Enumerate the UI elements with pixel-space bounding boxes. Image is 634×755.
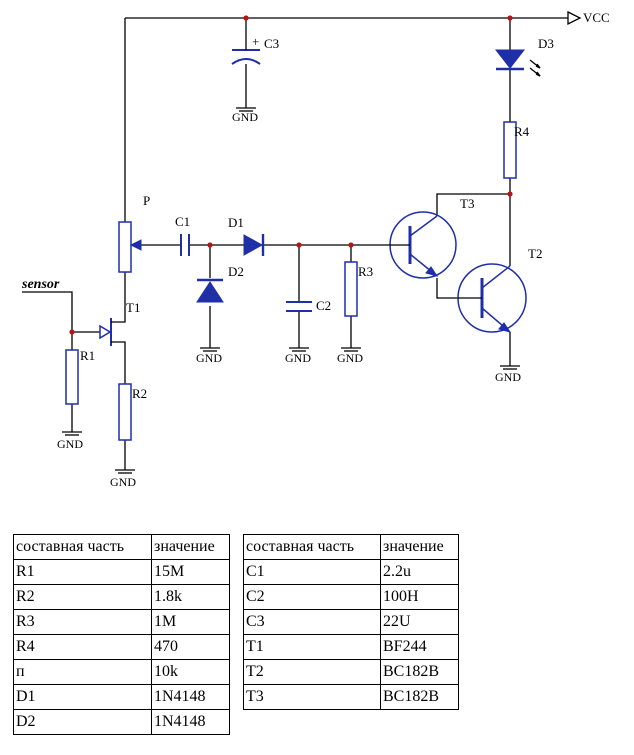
value-cell: 1.8k (151, 584, 230, 610)
gnd-label: GND (57, 437, 83, 451)
header-component: составная часть (13, 534, 152, 560)
value-cell: 100H (380, 584, 459, 610)
diode-d2: D2 (196, 264, 244, 303)
vcc-port: VCC (567, 10, 610, 26)
table-row: T3 BC182B (243, 684, 459, 710)
value-cell: 1M (151, 609, 230, 635)
gnd-label: GND (285, 351, 311, 365)
component-cell: C3 (243, 609, 381, 635)
component-cell: D2 (13, 709, 152, 735)
gnd-r1: GND (57, 431, 83, 451)
r4-label: R4 (514, 124, 530, 139)
circuit-schematic: VCC + C3 D3 R4 T3 (21, 10, 610, 489)
value-cell: 22U (380, 609, 459, 635)
ground-symbols: GND GND GND GND GND GND GND (57, 107, 521, 489)
table-row: R1 15M (13, 559, 230, 585)
value-cell: 470 (151, 634, 230, 660)
value-cell: BC182B (380, 659, 459, 685)
component-cell: D1 (13, 684, 152, 710)
parts-table-left: составная часть значение R1 15M R2 1.8k … (13, 534, 230, 735)
potentiometer-p: P (118, 193, 150, 273)
r2-label: R2 (132, 386, 147, 401)
diode-d1: D1 (228, 215, 265, 256)
table-row: п 10k (13, 659, 230, 685)
r3-label: R3 (358, 264, 373, 279)
component-cell: T1 (243, 634, 381, 660)
component-cell: T2 (243, 659, 381, 685)
r1-label: R1 (80, 348, 95, 363)
header-component: составная часть (243, 534, 381, 560)
table-row: R3 1M (13, 609, 230, 635)
wires (22, 17, 568, 470)
header-value: значение (151, 534, 230, 560)
capacitor-c1: C1 (175, 214, 190, 256)
table-row: C2 100H (243, 584, 459, 610)
table-row: D2 1N4148 (13, 709, 230, 735)
junction-dots (69, 15, 513, 335)
t2-label: T2 (528, 246, 542, 261)
value-cell: BF244 (380, 634, 459, 660)
table-header-row: составная часть значение (243, 534, 459, 560)
transistor-t1: T1 (99, 300, 140, 348)
gnd-r2: GND (110, 469, 136, 489)
parts-table-right: составная часть значение C1 2.2u C2 100H… (243, 534, 459, 710)
gnd-label: GND (495, 370, 521, 384)
resistor-r2: R2 (118, 383, 147, 441)
gnd-d2: GND (196, 347, 222, 365)
gnd-label: GND (232, 110, 258, 124)
capacitor-c2: C2 (286, 298, 331, 313)
table-row: R4 470 (13, 634, 230, 660)
component-cell: R4 (13, 634, 152, 660)
c1-label: C1 (175, 214, 190, 229)
d1-label: D1 (228, 215, 244, 230)
transistor-t3: T3 (370, 196, 474, 279)
value-cell: 1N4148 (151, 684, 230, 710)
resistor-r1: R1 (65, 348, 95, 405)
gnd-c3: GND (232, 107, 258, 124)
p-label: P (143, 193, 150, 208)
component-cell: C2 (243, 584, 381, 610)
gnd-label: GND (110, 475, 136, 489)
vcc-label: VCC (583, 10, 610, 25)
c3-label: C3 (264, 36, 279, 51)
component-cell: п (13, 659, 152, 685)
d3-label: D3 (538, 36, 554, 51)
component-cell: R2 (13, 584, 152, 610)
table-row: T2 BC182B (243, 659, 459, 685)
gnd-r3: GND (337, 347, 363, 365)
value-cell: 1N4148 (151, 709, 230, 735)
header-value: значение (380, 534, 459, 560)
gnd-label: GND (337, 351, 363, 365)
c2-label: C2 (316, 298, 331, 313)
resistor-r4: R4 (503, 121, 530, 179)
table-row: R2 1.8k (13, 584, 230, 610)
t1-label: T1 (126, 300, 140, 315)
t3-label: T3 (460, 196, 474, 211)
transistor-t2: T2 (457, 246, 542, 333)
value-cell: 2.2u (380, 559, 459, 585)
gnd-label: GND (196, 351, 222, 365)
c3-plus-sign: + (252, 34, 259, 49)
component-cell: R1 (13, 559, 152, 585)
value-cell: 15M (151, 559, 230, 585)
gnd-c2: GND (285, 347, 311, 365)
led-d3: D3 (494, 36, 554, 77)
d2-label: D2 (228, 264, 244, 279)
table-row: C3 22U (243, 609, 459, 635)
table-header-row: составная часть значение (13, 534, 230, 560)
value-cell: BC182B (380, 684, 459, 710)
gnd-t2: GND (495, 365, 521, 384)
component-cell: C1 (243, 559, 381, 585)
table-row: D1 1N4148 (13, 684, 230, 710)
resistor-r3: R3 (344, 261, 373, 317)
component-cell: R3 (13, 609, 152, 635)
sensor-label: sensor (21, 277, 60, 292)
component-cell: T3 (243, 684, 381, 710)
table-row: T1 BF244 (243, 634, 459, 660)
capacitor-c3: + C3 (231, 34, 279, 65)
value-cell: 10k (151, 659, 230, 685)
table-row: C1 2.2u (243, 559, 459, 585)
